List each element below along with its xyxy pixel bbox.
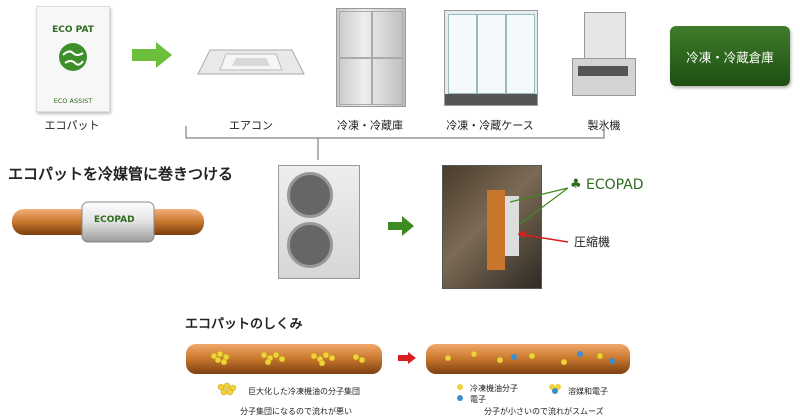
ecopat-label: エコパット: [44, 119, 100, 132]
clogged-pipe-image: [186, 344, 382, 374]
oil-molecule-icon: [457, 384, 463, 390]
ice-machine-image: [572, 12, 636, 96]
green-right-arrow-icon: [388, 216, 414, 236]
clover-icon: ♣: [570, 177, 582, 192]
warehouse-label-box: 冷凍・冷蔵倉庫: [670, 26, 790, 86]
right-caption: 分子が小さいので流れがスムーズ: [484, 407, 604, 416]
middle-title: エコパットを冷媒管に巻きつける: [8, 165, 234, 183]
photo-brand-label: ECOPAD: [586, 177, 644, 193]
electron-icon: [457, 395, 463, 401]
globe-icon: [59, 43, 87, 71]
aircon-label: エアコン: [229, 119, 273, 132]
green-right-arrow-icon: [132, 42, 172, 68]
right-legend-electron: 電子: [470, 395, 486, 404]
red-right-arrow-icon: [398, 352, 416, 364]
solvated-electron-icon: [549, 384, 561, 394]
fridge-label: 冷凍・冷蔵庫: [337, 119, 403, 132]
outdoor-unit-image: [278, 165, 360, 279]
ecopat-card-brand: ECO ASSIST: [53, 97, 93, 105]
bracket-connector: [185, 126, 605, 160]
right-legend-oil: 冷凍機油分子: [470, 384, 518, 393]
bottom-title: エコパットのしくみ: [185, 317, 303, 332]
pad-label: ECOPAD: [94, 215, 135, 225]
ecopat-product-card: ECO PAT ECO ASSIST: [36, 6, 110, 112]
wrapped-pipe-image: [12, 201, 204, 243]
compressor-label: 圧縮機: [574, 235, 611, 249]
right-legend-refrigerant: 溶媒和電子: [568, 387, 608, 396]
showcase-image: [444, 10, 538, 106]
aircon-image: [197, 49, 305, 75]
ecopat-card-title: ECO PAT: [52, 25, 94, 35]
fridge-image: [336, 8, 406, 107]
showcase-label: 冷凍・冷蔵ケース: [446, 119, 534, 132]
smooth-pipe-image: [426, 344, 630, 374]
leader-lines: [509, 187, 569, 243]
compressor-photo: [442, 165, 542, 289]
left-legend: 巨大化した冷凍機油の分子集団: [248, 387, 360, 396]
molecule-cluster-icon: [217, 382, 237, 396]
ice-machine-label: 製氷機: [587, 119, 621, 132]
left-caption: 分子集団になるので流れが悪い: [240, 407, 352, 416]
